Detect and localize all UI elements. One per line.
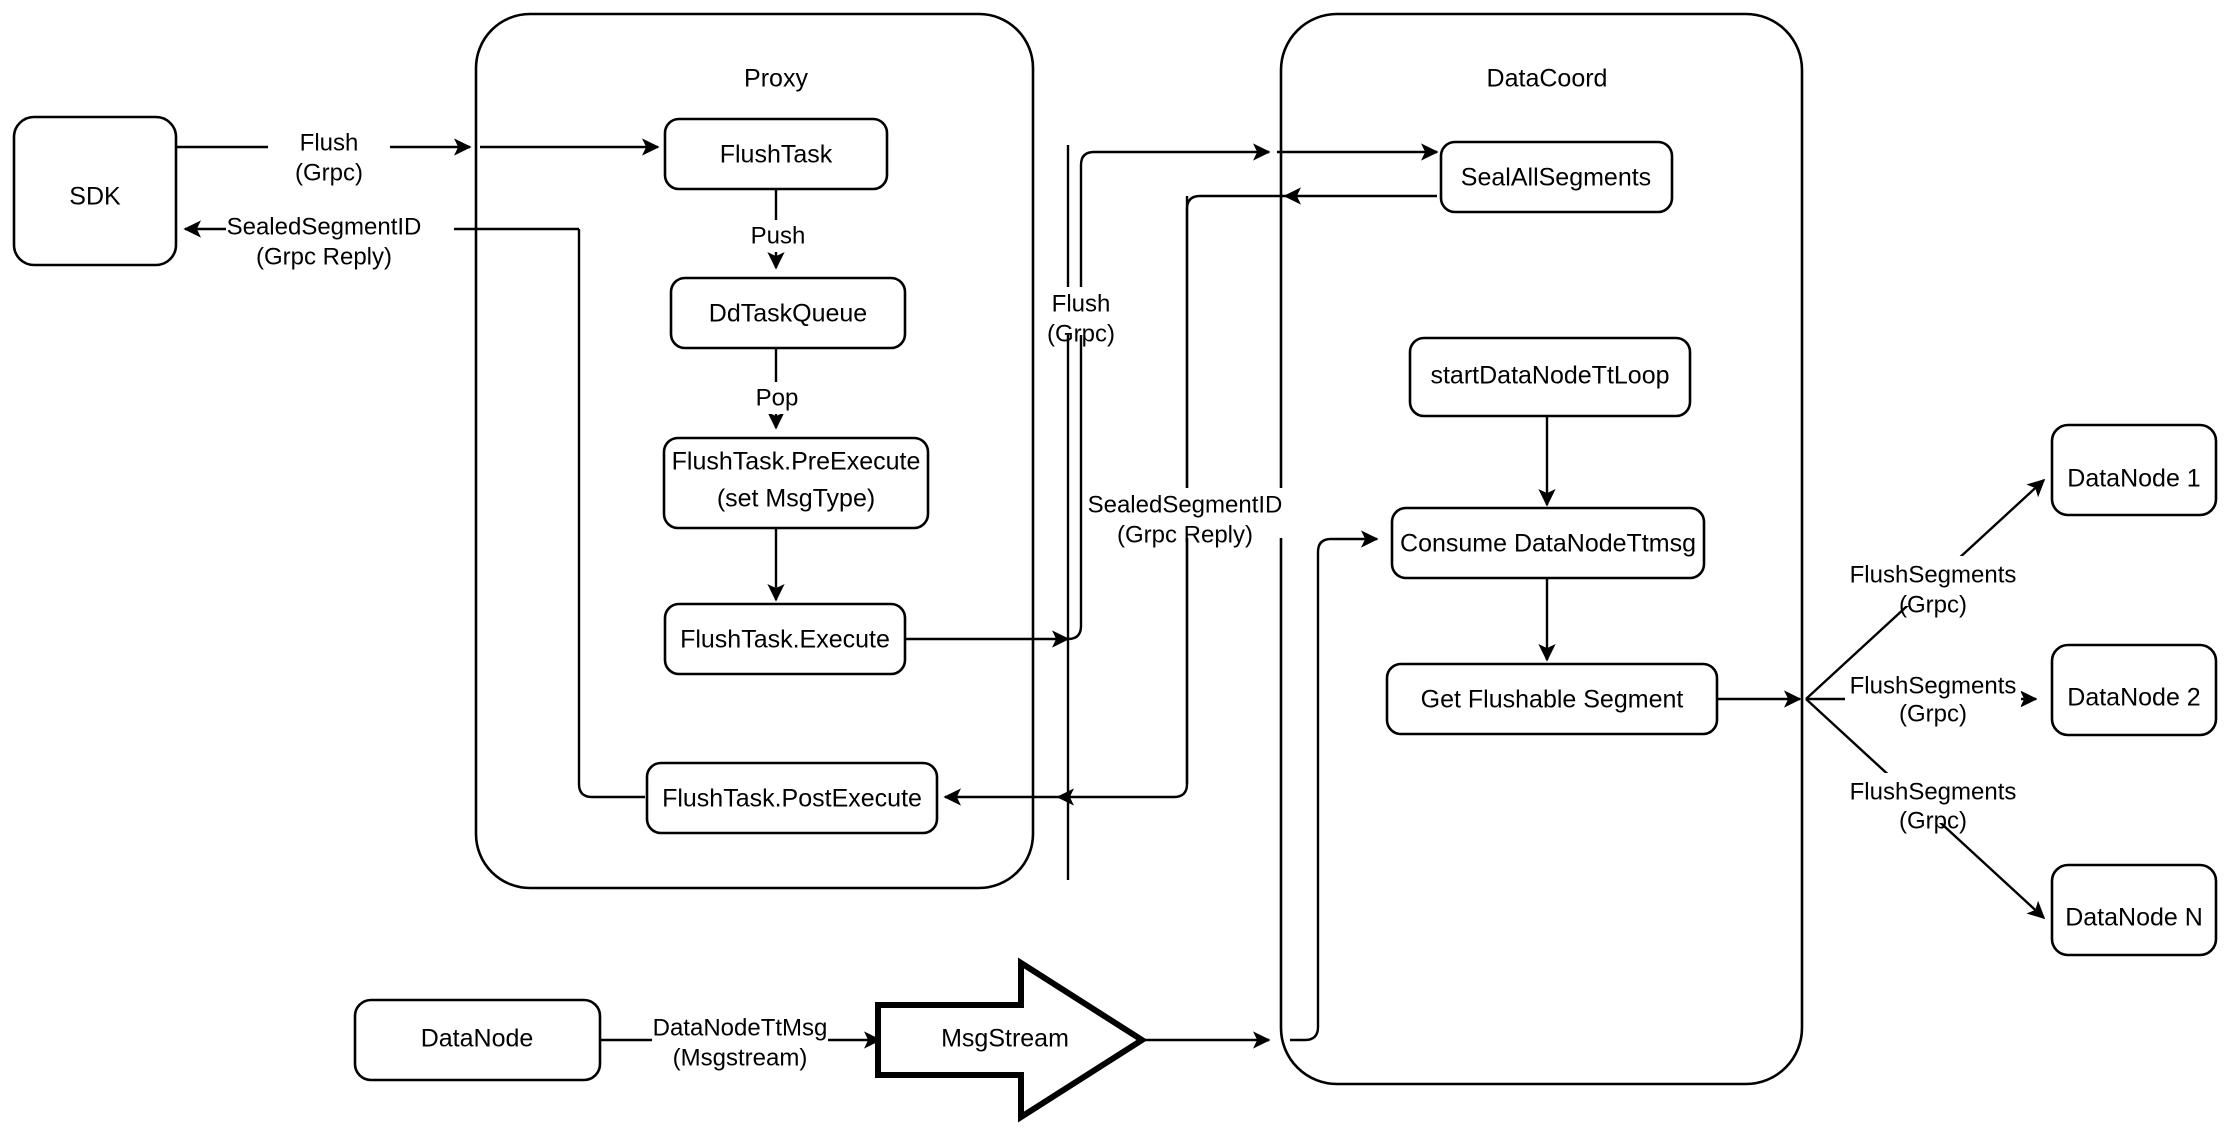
consume-datanode-ttmsg-box[interactable] [1390,506,1706,580]
push-label: Push [751,222,806,249]
start-datanode-tt-loop-box[interactable] [1408,336,1692,418]
consume-datanode-ttmsg-label: Consume DataNodeTtmsg [1400,530,1696,558]
node-datanode-n[interactable]: DataNode N [2050,863,2218,957]
edge-label-push: Push [742,220,814,252]
get-flushable-segment-box[interactable] [1385,662,1719,736]
datanode-1-label: DataNode 1 [2067,465,2200,493]
datanode-n-box[interactable] [2050,863,2218,957]
edge-label-proxy-to-sdk: SealedSegmentID (Grpc Reply) [226,206,454,270]
edge-label-coord-to-proxy: SealedSegmentID (Grpc Reply) [1085,488,1285,548]
node-consume-datanode-ttmsg[interactable]: Consume DataNodeTtmsg [1390,506,1706,580]
node-get-flushable-segment[interactable]: Get Flushable Segment [1385,662,1719,736]
node-datanode-source[interactable]: DataNode [353,998,602,1082]
coord-to-proxy-label-line1: SealedSegmentID [1088,491,1283,518]
edge-label-sdk-to-proxy: Flush (Grpc) [268,124,390,186]
node-dd-task-queue[interactable]: DdTaskQueue [669,276,907,350]
seal-all-segments-label: SealAllSegments [1461,164,1651,192]
flush-task-box[interactable] [663,117,889,191]
sdk-label: SDK [69,183,121,211]
flush-segments-n-label-line1: FlushSegments [1850,778,2017,805]
node-datanode-2[interactable]: DataNode 2 [2050,643,2218,737]
datacoord-title: DataCoord [1487,65,1608,93]
edge-label-proxy-to-coord: Flush (Grpc) [1040,287,1148,347]
coord-to-proxy-label-line2: (Grpc Reply) [1117,521,1253,548]
flush-segments-2-label-line1: FlushSegments [1850,672,2017,699]
sdk-box[interactable] [12,115,178,267]
proxy-to-sdk-label-line1: SealedSegmentID [227,213,422,240]
node-seal-all-segments[interactable]: SealAllSegments [1439,140,1674,214]
edge-flush-grpc-rail-to-datacoord [1067,143,1271,641]
edge-label-pop: Pop [746,382,808,414]
node-sdk[interactable]: SDK [12,115,178,267]
flushtask-postexecute-box[interactable] [645,761,939,835]
flushtask-postexecute-label: FlushTask.PostExecute [662,785,922,813]
flushtask-preexecute-box[interactable] [662,436,930,530]
datanode-2-label: DataNode 2 [2067,684,2200,712]
node-flushtask-preexecute[interactable]: FlushTask.PreExecute (set MsgType) [662,436,930,530]
datanode-ttmsg-label-line2: (Msgstream) [673,1044,808,1071]
datanode-source-box[interactable] [353,998,602,1082]
start-datanode-tt-loop-label: startDataNodeTtLoop [1430,362,1669,390]
edge-label-flush-segments-2: FlushSegments (Grpc) [1845,667,2021,727]
flush-task-label: FlushTask [720,141,833,169]
flushtask-preexecute-label-line2: (set MsgType) [717,485,875,513]
edge-postexecute-to-sdk-path [577,229,645,799]
datanode-1-box[interactable] [2050,423,2218,517]
edge-datacoord-inner-to-consume [1290,530,1379,1042]
flush-segments-1-label-line2: (Grpc) [1899,591,1967,618]
flushtask-execute-label: FlushTask.Execute [680,626,890,654]
node-start-datanode-tt-loop[interactable]: startDataNodeTtLoop [1408,336,1692,418]
flush-segments-n-label-line2: (Grpc) [1899,807,1967,834]
sdk-to-proxy-label-line2: (Grpc) [295,159,363,186]
node-flushtask-execute[interactable]: FlushTask.Execute [663,602,907,676]
proxy-to-coord-label-line1: Flush [1052,290,1111,317]
proxy-to-sdk-label-line2: (Grpc Reply) [256,243,392,270]
edge-label-flush-segments-1: FlushSegments (Grpc) [1845,556,2021,618]
datanode-ttmsg-label-line1: DataNodeTtMsg [653,1014,828,1041]
sdk-to-proxy-label-line1: Flush [300,129,359,156]
dd-task-queue-label: DdTaskQueue [709,300,867,328]
proxy-title: Proxy [744,65,808,93]
node-flushtask-postexecute[interactable]: FlushTask.PostExecute [645,761,939,835]
seal-all-segments-box[interactable] [1439,140,1674,214]
flush-segments-1-label-line1: FlushSegments [1850,561,2017,588]
pop-label: Pop [756,384,799,411]
dd-task-queue-box[interactable] [669,276,907,350]
get-flushable-segment-label: Get Flushable Segment [1421,686,1684,714]
node-datanode-1[interactable]: DataNode 1 [2050,423,2218,517]
flushtask-preexecute-label-line1: FlushTask.PreExecute [672,448,921,476]
edge-label-datanode-ttmsg: DataNodeTtMsg (Msgstream) [652,1013,828,1071]
datanode-source-label: DataNode [421,1025,534,1053]
msgstream-label: MsgStream [941,1025,1069,1053]
edge-label-flush-segments-n: FlushSegments (Grpc) [1845,773,2021,834]
node-flush-task[interactable]: FlushTask [663,117,889,191]
msgstream-arrow-shape [875,957,1148,1123]
flush-segments-2-label-line2: (Grpc) [1899,700,1967,727]
datanode-n-label: DataNode N [2065,904,2203,932]
proxy-to-coord-label-line2: (Grpc) [1047,320,1115,347]
datanode-2-box[interactable] [2050,643,2218,737]
flushtask-execute-box[interactable] [663,602,907,676]
